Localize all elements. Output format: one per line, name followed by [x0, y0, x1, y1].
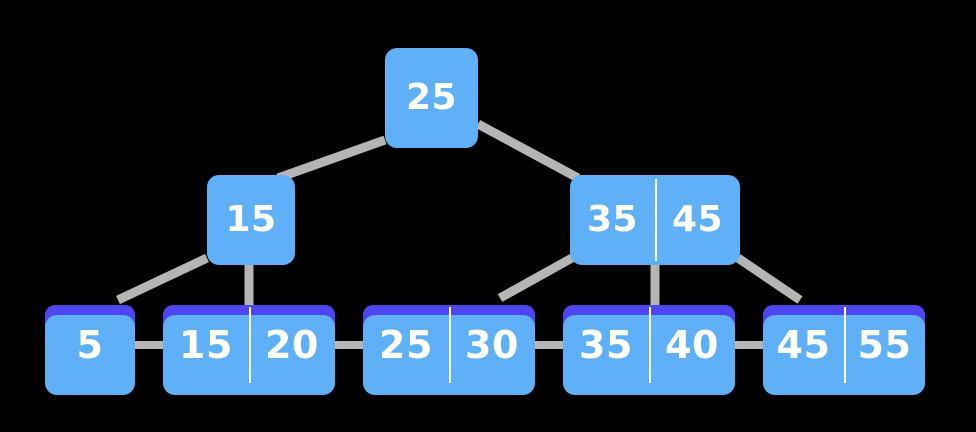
key-cell-leaf-5-1: 55 — [844, 305, 925, 385]
tree-node-leaf-1[interactable]: 5 — [45, 305, 135, 395]
key-cell-leaf-1-0: 5 — [76, 323, 104, 367]
tree-node-leaf-4[interactable]: 35 40 — [563, 305, 735, 395]
key-cell-leaf-3-0: 25 — [379, 323, 433, 367]
root-to-internal-right — [475, 120, 581, 182]
tree-node-leaf-3[interactable]: 25 30 — [363, 305, 535, 395]
key-cell-internal-left-0: 15 — [225, 199, 277, 240]
key-cell-leaf-4-0: 35 — [579, 323, 633, 367]
internal-right-to-leaf-3 — [497, 254, 575, 302]
key-cell-leaf-5-0: 45 — [776, 323, 831, 367]
key-cell-internal-right-1: 45 — [655, 175, 740, 265]
tree-node-internal-left[interactable]: 15 — [207, 175, 295, 265]
internal-right-to-leaf-5 — [735, 254, 803, 304]
root-to-internal-left — [276, 135, 387, 183]
tree-node-leaf-5[interactable]: 45 55 — [763, 305, 925, 395]
internal-left-to-leaf-1 — [116, 253, 209, 305]
key-cell-leaf-2-0: 15 — [179, 323, 233, 367]
key-cell-internal-right-0: 35 — [586, 199, 639, 240]
key-cell-leaf-4-1: 40 — [649, 305, 735, 385]
key-cell-root-0: 25 — [405, 77, 458, 118]
tree-node-internal-right[interactable]: 35 45 — [570, 175, 740, 265]
tree-node-root[interactable]: 25 — [385, 48, 478, 148]
key-cell-leaf-3-1: 30 — [449, 305, 535, 385]
key-cell-leaf-2-1: 20 — [249, 305, 335, 385]
